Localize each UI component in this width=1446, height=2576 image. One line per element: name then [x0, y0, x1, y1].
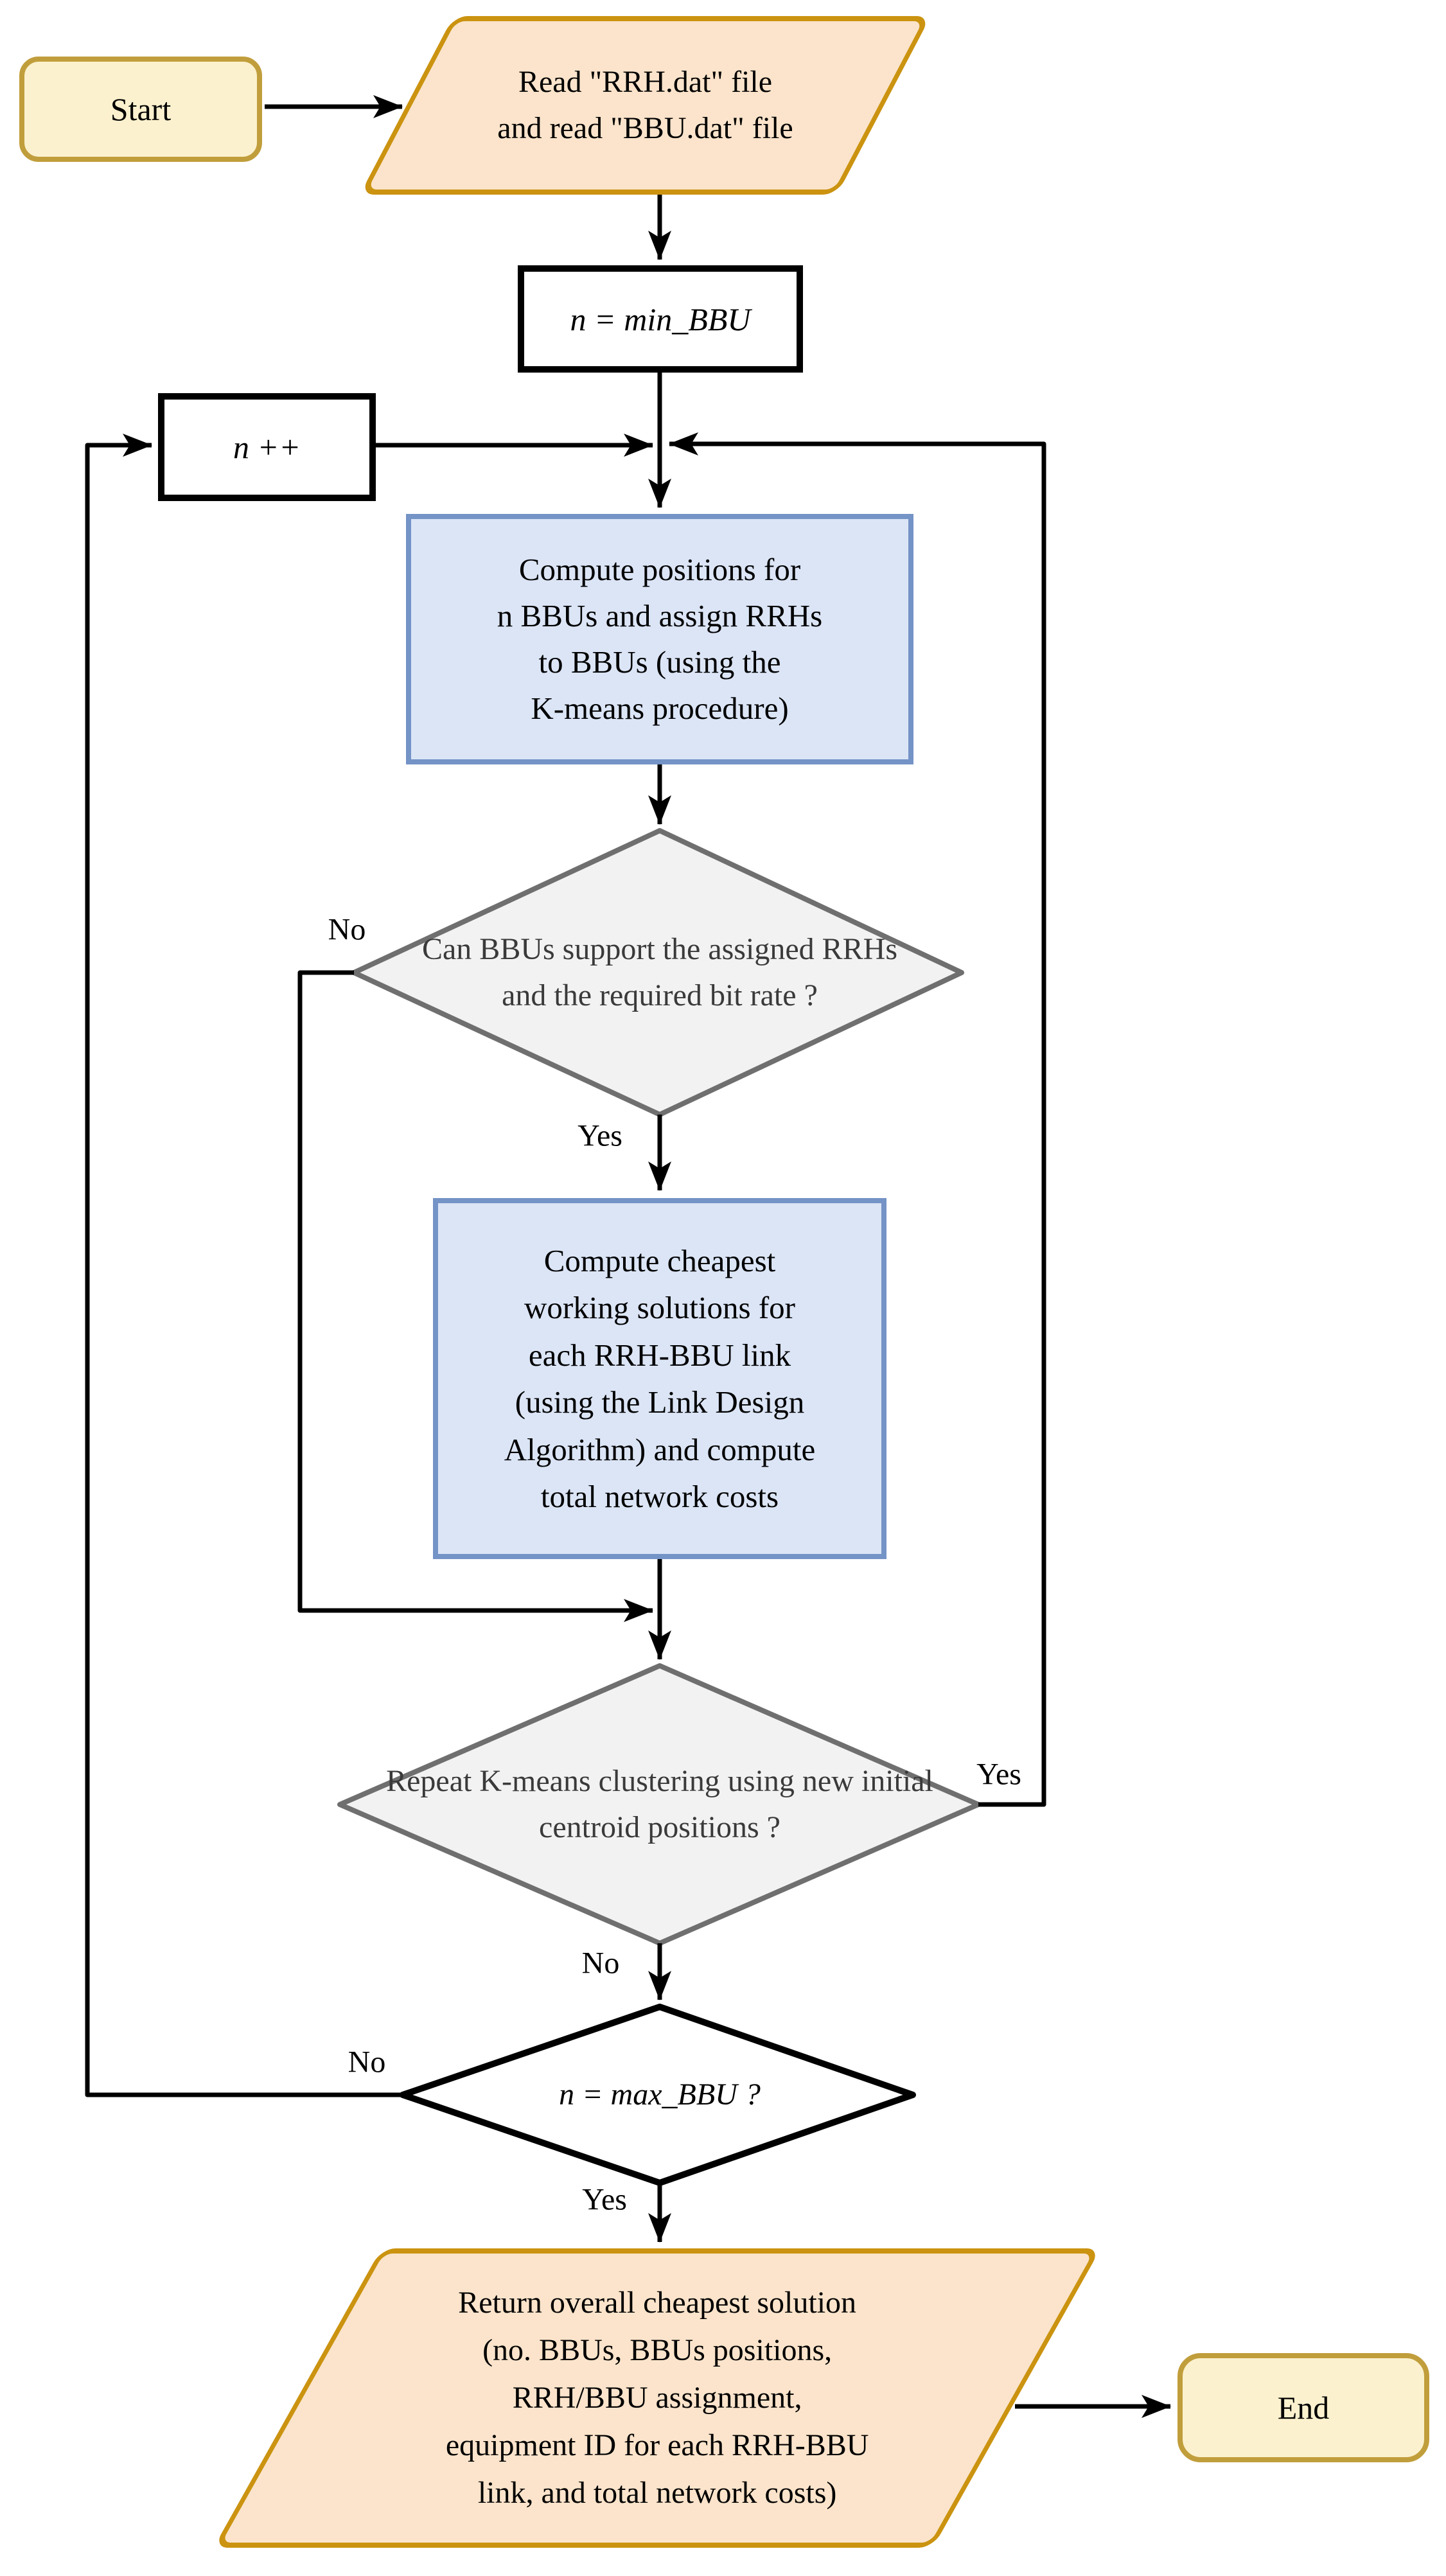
decision-n-equals-max-bbu-label: n = max_BBU ? — [559, 2078, 761, 2112]
edge-check-max-no-loop — [85, 434, 403, 2097]
edge-label-check-max-no: No — [348, 2045, 386, 2079]
increment-n-label: n ++ — [233, 429, 301, 465]
start-node: Start — [19, 57, 262, 162]
edge-repeat-yes-loop — [669, 432, 1046, 1807]
return-solution-inner: Return overall cheapest solution (no. BB… — [303, 2279, 1012, 2517]
edge-label-check-bbus-yes: Yes — [578, 1118, 622, 1153]
read-files-inner: Read "RRH.dat" file and read "BBU.dat" f… — [412, 59, 879, 152]
start-label: Start — [110, 91, 172, 127]
edge-label-repeat-yes: Yes — [976, 1757, 1021, 1792]
link-design-process-label: Compute cheapest working solutions for e… — [504, 1242, 816, 1515]
decision-repeat-kmeans-label: Repeat K-means clustering using new init… — [386, 1764, 933, 1844]
init-n-min-bbu-label: n = min_BBU — [570, 301, 751, 337]
edge-check-bbus-no-loop — [297, 970, 653, 1622]
link-design-process-node: Compute cheapest working solutions for e… — [433, 1198, 886, 1559]
init-n-min-bbu-node: n = min_BBU — [518, 265, 803, 373]
read-files-node: Read "RRH.dat" file and read "BBU.dat" f… — [360, 16, 931, 195]
end-node: End — [1177, 2353, 1429, 2462]
kmeans-process-label: Compute positions for n BBUs and assign … — [497, 551, 823, 727]
end-label: End — [1277, 2390, 1330, 2426]
kmeans-process-node: Compute positions for n BBUs and assign … — [406, 514, 913, 764]
return-solution-node: Return overall cheapest solution (no. BB… — [213, 2248, 1101, 2548]
read-files-label: Read "RRH.dat" file and read "BBU.dat" f… — [497, 65, 793, 145]
return-solution-label: Return overall cheapest solution (no. BB… — [445, 2286, 869, 2510]
decision-can-bbus-support-label: Can BBUs support the assigned RRHs and t… — [421, 932, 897, 1012]
edge-label-check-max-yes: Yes — [582, 2182, 627, 2217]
edge-label-check-bbus-no: No — [328, 912, 366, 947]
edge-label-repeat-no: No — [581, 1946, 620, 1981]
increment-n-node: n ++ — [158, 393, 376, 501]
